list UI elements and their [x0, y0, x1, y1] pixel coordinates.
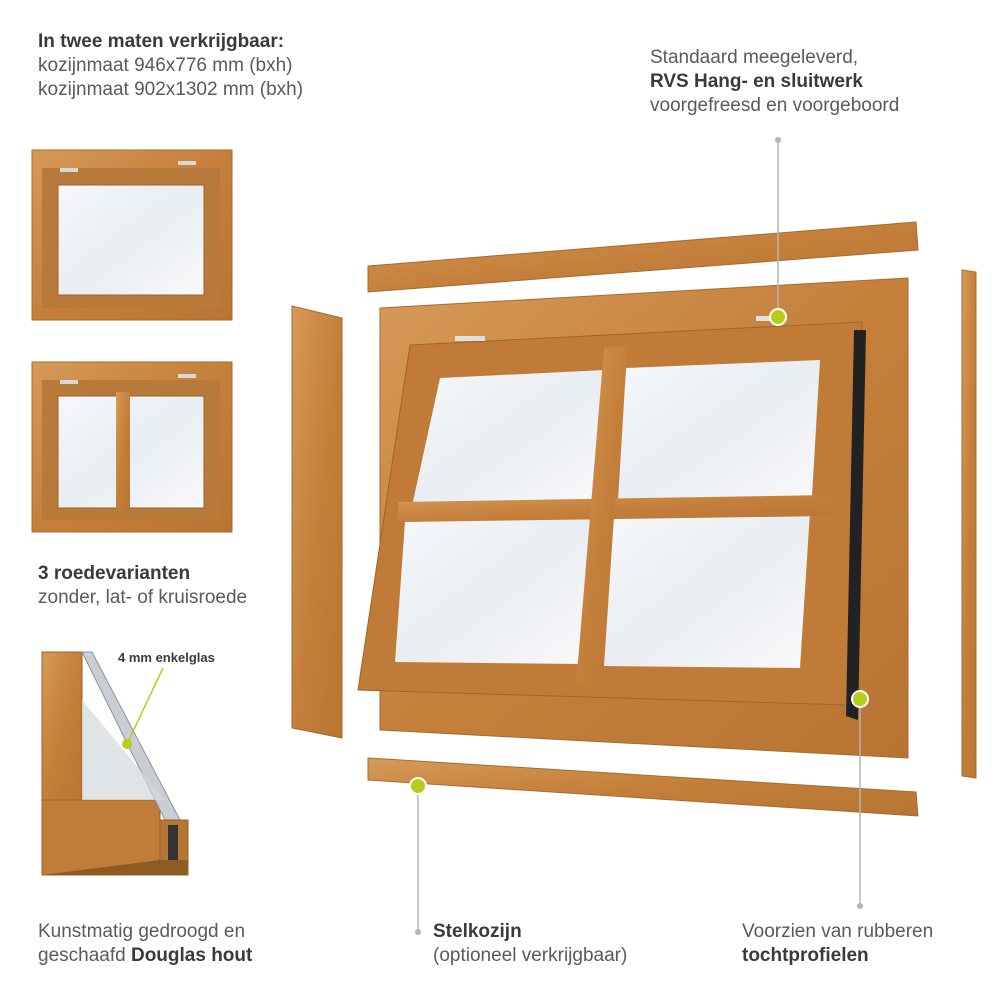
size-option-1: kozijnmaat 946x776 mm (bxh)	[38, 55, 293, 76]
frame-piece-top	[367, 221, 919, 293]
glass-label: 4 mm enkelglas	[118, 650, 215, 665]
variants-line: zonder, lat- of kruisroede	[38, 587, 248, 608]
frame-piece-right	[961, 269, 977, 779]
frame-piece-left	[291, 305, 343, 739]
variants-block: 3 roedevarianten zonder, lat- of kruisro…	[38, 562, 247, 610]
hinge-icon	[60, 380, 78, 384]
sizes-heading: In twee maten verkrijgbaar:	[38, 31, 285, 52]
hinge-icon	[60, 168, 78, 172]
wood-block: Kunstmatig gedroogd en geschaafd Douglas…	[38, 920, 252, 968]
wood-line-2-prefix: geschaafd	[38, 945, 131, 966]
profile-cross-section	[41, 651, 189, 876]
hardware-line-1: Standaard meegeleverd,	[650, 47, 859, 68]
marker-glass	[122, 739, 132, 749]
hinge-icon	[178, 374, 196, 378]
main-window	[357, 277, 909, 759]
hardware-line-3: voorgefreesd en voorgeboord	[650, 95, 900, 116]
marker-hardware	[769, 308, 787, 326]
hardware-block: Standaard meegeleverd, RVS Hang- en slui…	[650, 46, 899, 118]
leader-line-glass	[126, 667, 164, 745]
sizes-block: In twee maten verkrijgbaar: kozijnmaat 9…	[38, 30, 303, 102]
wood-line-1: Kunstmatig gedroogd en	[38, 921, 246, 942]
stelkozijn-line: (optioneel verkrijgbaar)	[433, 945, 628, 966]
size-option-2: kozijnmaat 902x1302 mm (bxh)	[38, 79, 304, 100]
marker-stelkozijn	[409, 777, 427, 795]
gasket-line-1: Voorzien van rubberen	[742, 921, 934, 942]
window-variant-plain	[31, 149, 233, 321]
window-variant-lat	[31, 361, 233, 533]
gasket-heading: tochtprofielen	[742, 945, 869, 966]
hardware-heading: RVS Hang- en sluitwerk	[650, 71, 863, 92]
wood-line-2: geschaafd Douglas hout	[38, 944, 252, 968]
wood-type: Douglas hout	[130, 945, 253, 966]
gasket-block: Voorzien van rubberen tochtprofielen	[742, 920, 933, 968]
variants-heading: 3 roedevarianten	[38, 563, 191, 584]
hinge-icon	[455, 336, 485, 341]
frame-piece-bottom	[367, 757, 919, 817]
stelkozijn-block: Stelkozijn (optioneel verkrijgbaar)	[433, 920, 627, 968]
marker-gasket	[851, 690, 869, 708]
stelkozijn-heading: Stelkozijn	[433, 921, 522, 942]
hinge-icon	[178, 161, 196, 165]
